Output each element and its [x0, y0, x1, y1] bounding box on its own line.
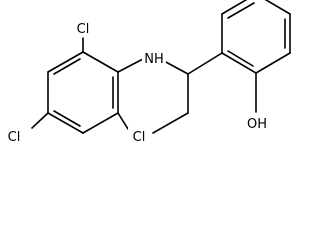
cl-top-label: Cl: [77, 22, 90, 37]
phenol-ring: [221, 0, 291, 74]
structure-diagram: Cl NH Cl Cl OH: [7, 0, 291, 145]
ring-b-double-1: [227, 2, 255, 19]
ch2-to-ch3-bond: [152, 112, 189, 134]
ring-a-bond-4: [47, 112, 84, 134]
cl-para-bond: [31, 112, 49, 129]
trichlorophenyl-ring: [47, 51, 119, 134]
ring-a-bond-1: [82, 51, 119, 73]
ring-a-double-3: [53, 58, 81, 75]
cl-bottom-bond: [117, 112, 129, 130]
nh-to-ch-bond: [163, 60, 189, 75]
nh-label: NH: [144, 52, 164, 67]
ring-b-bond-3: [264, 0, 291, 15]
ring-b-double-3: [227, 50, 254, 67]
ring-b-bond-2: [221, 0, 248, 15]
ring-b-bond-5: [255, 52, 291, 74]
ring-b-bond-6: [221, 52, 257, 74]
cl-para-label: Cl: [8, 130, 21, 145]
cl-bottom-label: Cl: [133, 130, 146, 145]
oh-label: OH: [247, 117, 267, 132]
ring-a-bond-3: [82, 112, 119, 134]
ring-to-nh-bond: [117, 58, 144, 73]
ch-to-phenol-bond: [187, 52, 223, 75]
ring-a-bond-6: [47, 51, 84, 73]
ring-a-double-2: [53, 110, 81, 127]
